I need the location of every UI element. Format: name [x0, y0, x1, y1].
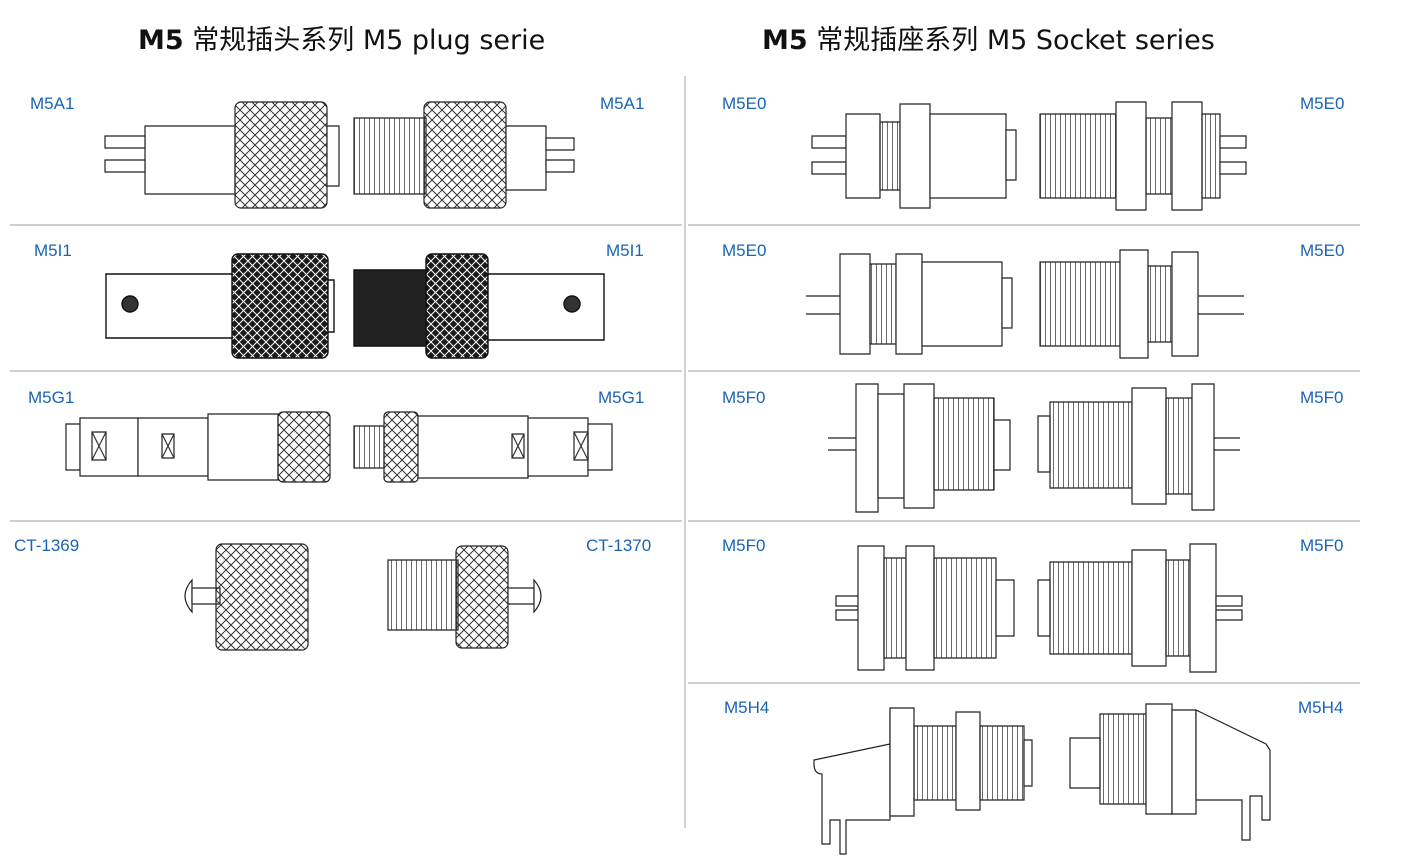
product-code-label: M5I1	[606, 241, 644, 260]
product-code-label: M5F0	[722, 536, 766, 555]
connector-plug-drawing	[176, 540, 316, 654]
connector-socket-drawing	[1036, 380, 1242, 514]
product-code-label: M5F0	[722, 388, 766, 407]
connector-socket-drawing	[810, 100, 1020, 212]
connector-plug-drawing	[384, 540, 554, 654]
connector-socket-drawing	[834, 540, 1020, 676]
connector-socket-drawing	[1066, 700, 1276, 854]
row-divider	[688, 682, 1360, 684]
product-code-label: M5A1	[600, 94, 645, 113]
product-code-label: M5H4	[1298, 698, 1344, 717]
product-code-label: M5E0	[1300, 241, 1345, 260]
product-code-label: M5E0	[722, 241, 767, 260]
connector-plug-drawing	[350, 252, 610, 362]
row-divider	[10, 520, 682, 522]
product-code-label: M5F0	[1300, 536, 1344, 555]
connector-socket-drawing	[826, 380, 1016, 514]
product-code-label: M5H4	[724, 698, 770, 717]
connector-socket-drawing	[810, 704, 1036, 858]
column-divider	[684, 76, 686, 828]
product-code-label: CT-1370	[586, 536, 652, 555]
product-code-label: CT-1369	[14, 536, 80, 555]
connector-plug-drawing	[100, 100, 340, 212]
connector-socket-drawing	[1038, 100, 1252, 212]
product-code-label: M5G1	[28, 388, 75, 407]
row-divider	[10, 224, 682, 226]
socket-series-title: M5 常规插座系列 M5 Socket series	[762, 25, 1215, 56]
product-code-label: M5A1	[30, 94, 75, 113]
row-divider	[688, 224, 1360, 226]
product-code-label: M5F0	[1300, 388, 1344, 407]
connector-plug-drawing	[352, 100, 582, 212]
row-divider	[688, 520, 1360, 522]
connector-plug-drawing	[352, 410, 622, 484]
product-code-label: M5E0	[1300, 94, 1345, 113]
connector-plug-drawing	[104, 252, 334, 362]
row-divider	[688, 370, 1360, 372]
connector-plug-drawing	[64, 410, 334, 484]
product-code-label: M5E0	[722, 94, 767, 113]
row-divider	[10, 370, 682, 372]
product-code-label: M5G1	[598, 388, 645, 407]
product-code-label: M5I1	[34, 241, 72, 260]
connector-socket-drawing	[1038, 248, 1252, 360]
connector-socket-drawing	[1036, 540, 1248, 676]
plug-series-title: M5 常规插头系列 M5 plug serie	[138, 25, 546, 56]
connector-socket-drawing	[804, 248, 1018, 360]
